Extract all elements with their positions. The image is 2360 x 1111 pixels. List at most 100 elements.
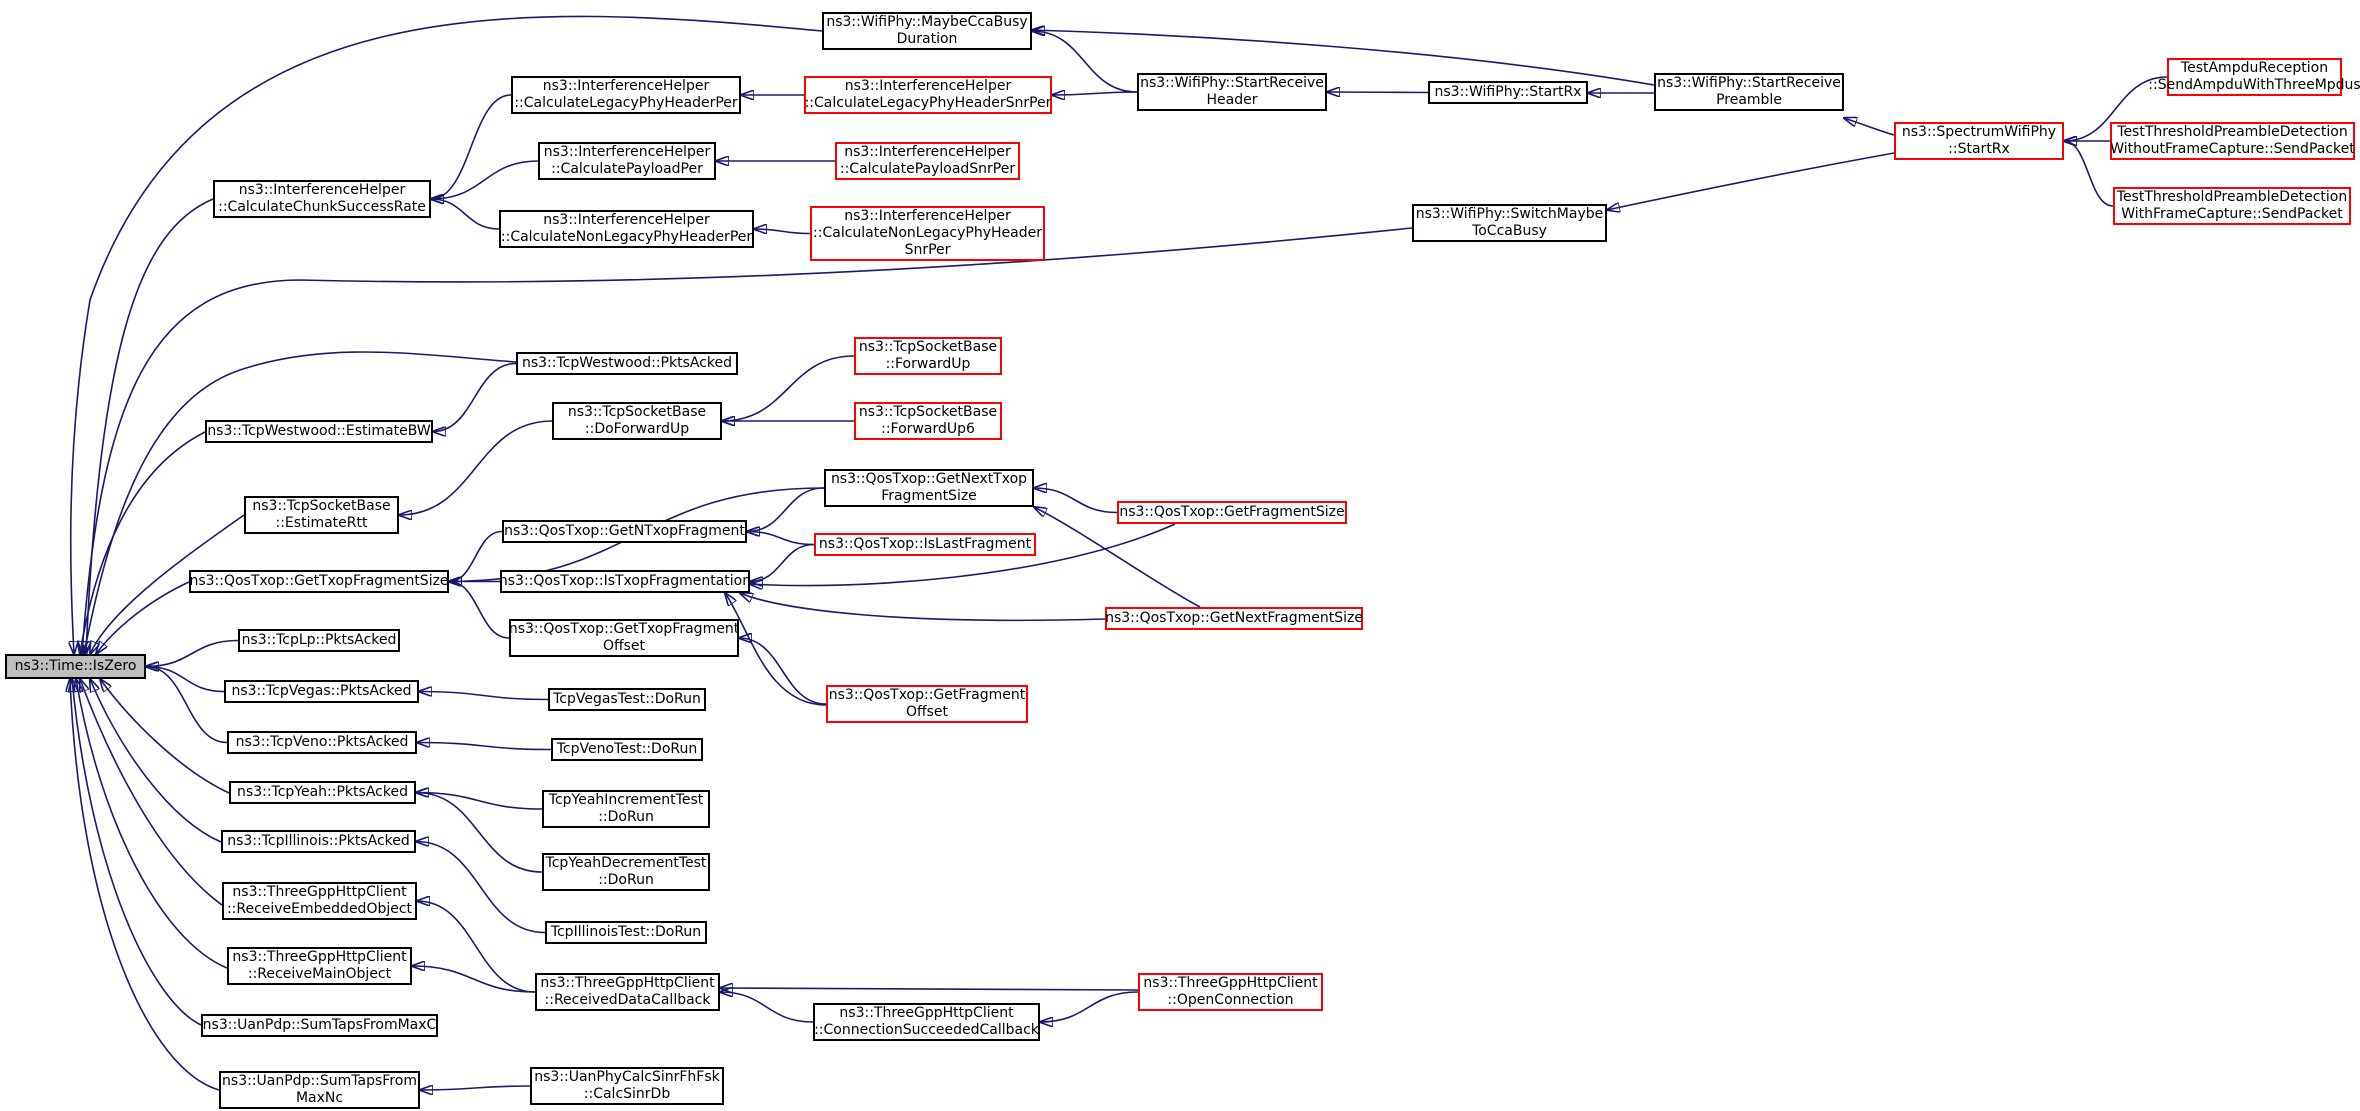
node-isTxopFragmentation[interactable]: ns3::QosTxop::IsTxopFragmentation (499, 570, 751, 593)
edge-tcpIllinoisTest-to-tcpIllinois (416, 842, 546, 934)
node-label-line: TcpYeahIncrementTest (548, 792, 704, 808)
node-connSucceeded[interactable]: ns3::ThreeGppHttpClient::ConnectionSucce… (813, 1003, 1040, 1041)
node-label-line: ns3::TcpWestwood::PktsAcked (521, 355, 733, 371)
node-label-line: ns3::InterferenceHelper (543, 144, 711, 160)
edge-tcpLp-to-root (146, 639, 239, 667)
node-recvDataCb[interactable]: ns3::ThreeGppHttpClient::ReceivedDataCal… (535, 973, 720, 1011)
node-label-line: ::ReceivedDataCallback (544, 992, 711, 1008)
edge-tcpVegasTest-to-tcpVegas (419, 692, 549, 701)
node-label-line: ns3::WifiPhy::MaybeCcaBusy (826, 14, 1028, 30)
node-forwardUp6[interactable]: ns3::TcpSocketBase::ForwardUp6 (854, 402, 1002, 440)
node-tcpVegas[interactable]: ns3::TcpVegas::PktsAcked (224, 680, 419, 703)
node-label-line: ::DoRun (598, 872, 654, 888)
node-label-line: ns3::UanPdp::SumTapsFromMaxC (202, 1017, 437, 1033)
node-recvEmbedded[interactable]: ns3::ThreeGppHttpClient::ReceiveEmbedded… (222, 882, 417, 920)
node-spectrumStartRx[interactable]: ns3::SpectrumWifiPhy::StartRx (1894, 122, 2064, 160)
node-tcpIllinois[interactable]: ns3::TcpIllinois::PktsAcked (221, 830, 416, 853)
node-label-line: ns3::UanPhyCalcSinrFhFsk (534, 1069, 720, 1085)
node-label-line: ns3::TcpSocketBase (567, 404, 707, 420)
node-label-line: ::EstimateRtt (275, 515, 368, 531)
edge-maybeCca-to-root (71, 15, 823, 654)
node-tcpYeah[interactable]: ns3::TcpYeah::PktsAcked (229, 781, 416, 804)
edge-getFragSize-to-getNextTxopFragSize (1034, 488, 1118, 514)
edge-tcpIllinois-to-root (90, 679, 222, 843)
node-estimateRtt[interactable]: ns3::TcpSocketBase::EstimateRtt (244, 496, 399, 534)
node-getNTxopFrag[interactable]: ns3::QosTxop::GetNTxopFragment (502, 520, 747, 543)
node-forwardUp[interactable]: ns3::TcpSocketBase::ForwardUp (854, 337, 1002, 375)
edge-calcNonLegacy-to-calcChunk (431, 199, 500, 230)
edge-tcpVeno-to-root (146, 667, 228, 744)
node-calcSinrDb[interactable]: ns3::UanPhyCalcSinrFhFsk::CalcSinrDb (530, 1067, 724, 1105)
node-testAmpdu[interactable]: TestAmpduReception::SendAmpduWithThreeMp… (2148, 58, 2360, 96)
node-label-line: ::CalculateNonLegacyPhyHeader (813, 225, 1042, 241)
edge-getTxopFragOffset-to-getTxopFragSize (449, 582, 510, 639)
node-label-line: TcpIllinoisTest::DoRun (550, 924, 702, 940)
node-westwoodPkts[interactable]: ns3::TcpWestwood::PktsAcked (516, 352, 738, 375)
node-calcNonLegacySnr[interactable]: ns3::InterferenceHelper::CalculateNonLeg… (810, 206, 1045, 261)
node-label-line: ns3::ThreeGppHttpClient (1143, 975, 1318, 991)
node-calcLegacy[interactable]: ns3::InterferenceHelper::CalculateLegacy… (511, 76, 741, 114)
edge-westwoodBW-to-root (80, 431, 206, 654)
node-doForwardUp[interactable]: ns3::TcpSocketBase::DoForwardUp (552, 402, 722, 440)
edge-tcpYeah-to-root (100, 679, 230, 794)
node-label-line: ::DoRun (598, 809, 654, 825)
node-label-line: ::CalculatePayloadPer (551, 161, 703, 177)
node-label-line: ::ForwardUp6 (881, 421, 975, 437)
node-calcPayloadSnr[interactable]: ns3::InterferenceHelper::CalculatePayloa… (835, 142, 1020, 180)
node-calcLegacySnr[interactable]: ns3::InterferenceHelper::CalculateLegacy… (804, 76, 1052, 114)
node-tcpLp[interactable]: ns3::TcpLp::PktsAcked (238, 629, 400, 652)
node-root: ns3::Time::IsZero (5, 654, 146, 679)
node-label-line: ns3::WifiPhy::StartRx (1434, 84, 1582, 100)
node-westwoodBW[interactable]: ns3::TcpWestwood::EstimateBW (205, 420, 433, 443)
edge-getNTxopFrag-to-getTxopFragSize (449, 530, 503, 582)
edge-startRecvPreamble-to-maybeCca (1032, 30, 1655, 86)
node-calcChunk[interactable]: ns3::InterferenceHelper::CalculateChunkS… (213, 180, 431, 218)
edge-isLastFrag-to-getNTxopFrag (747, 532, 815, 546)
node-label-line: ::SendAmpduWithThreeMpdus (2148, 77, 2360, 93)
edge-openConn-to-recvDataCb (720, 988, 1139, 990)
node-isLastFrag[interactable]: ns3::QosTxop::IsLastFragment (814, 533, 1036, 556)
node-tcpVegasTest[interactable]: TcpVegasTest::DoRun (548, 688, 706, 711)
node-tcpYeahInc[interactable]: TcpYeahIncrementTest::DoRun (542, 790, 710, 828)
node-label-line: Offset (602, 638, 646, 654)
node-label-line: FragmentSize (881, 488, 977, 504)
node-getNextFragSize[interactable]: ns3::QosTxop::GetNextFragmentSize (1105, 607, 1363, 630)
node-label-line: ns3::QosTxop::GetNTxopFragment (504, 523, 745, 539)
node-startRx[interactable]: ns3::WifiPhy::StartRx (1428, 81, 1588, 104)
node-getFragSize[interactable]: ns3::QosTxop::GetFragmentSize (1117, 501, 1347, 524)
node-tcpVeno[interactable]: ns3::TcpVeno::PktsAcked (227, 731, 417, 754)
node-getTxopFragSize[interactable]: ns3::QosTxop::GetTxopFragmentSize (189, 570, 449, 593)
node-tcpYeahDec[interactable]: TcpYeahDecrementTest::DoRun (542, 853, 710, 891)
node-calcPayload[interactable]: ns3::InterferenceHelper::CalculatePayloa… (538, 142, 716, 180)
node-calcNonLegacy[interactable]: ns3::InterferenceHelper::CalculateNonLeg… (499, 210, 754, 248)
node-label-line: ns3::TcpIllinois::PktsAcked (227, 833, 410, 849)
node-tcpIllinoisTest[interactable]: TcpIllinoisTest::DoRun (545, 921, 707, 944)
edge-startRx-to-startRecvHeader (1327, 92, 1429, 93)
edge-openConn-to-connSucceeded (1040, 991, 1139, 1022)
node-label-line: TcpYeahDecrementTest (545, 855, 707, 871)
node-label-line: ns3::QosTxop::GetNextTxop (830, 471, 1028, 487)
node-label-line: ns3::TcpLp::PktsAcked (241, 632, 397, 648)
node-sumTapsMaxC[interactable]: ns3::UanPdp::SumTapsFromMaxC (201, 1014, 438, 1037)
edge-recvDataCb-to-recvEmbedded (417, 901, 536, 993)
node-label-line: ns3::InterferenceHelper (238, 182, 406, 198)
node-label-line: ns3::SpectrumWifiPhy (1901, 124, 2057, 140)
node-label-line: WithFrameCapture::SendPacket (2121, 206, 2343, 222)
node-openConn[interactable]: ns3::ThreeGppHttpClient::OpenConnection (1138, 973, 1323, 1011)
edge-connSucceeded-to-recvDataCb (720, 992, 814, 1023)
node-recvMain[interactable]: ns3::ThreeGppHttpClient::ReceiveMainObje… (227, 947, 412, 985)
node-label-line: ::ForwardUp (885, 356, 971, 372)
node-tcpVenoTest[interactable]: TcpVenoTest::DoRun (551, 738, 703, 761)
edge-recvEmbedded-to-root (80, 679, 223, 906)
